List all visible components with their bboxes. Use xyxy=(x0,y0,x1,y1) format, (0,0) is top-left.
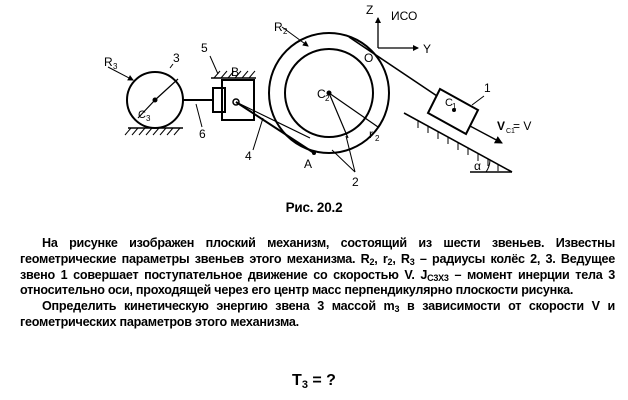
link6-label: 6 xyxy=(199,127,206,141)
c1-sub-label: 1 xyxy=(452,102,457,111)
r2-small-sub-label: 2 xyxy=(375,134,380,143)
problem-paragraph-2: Определить кинетическую энергию звена 3 … xyxy=(20,299,616,329)
r3-label: R xyxy=(104,55,113,69)
wheel-2: R 2 C 2 r 2 A 2 xyxy=(268,20,390,189)
link2-label: 2 xyxy=(352,175,359,189)
link3-label: 3 xyxy=(173,51,180,65)
problem-paragraph-1: На рисунке изображен плоский механизм, с… xyxy=(20,236,616,298)
answer-formula: T3 = ? xyxy=(292,372,336,391)
mechanism-figure: Z ИСО Y O R 3 C 3 3 6 xyxy=(104,3,531,189)
thread xyxy=(348,36,441,99)
c3-label: C xyxy=(138,109,146,121)
velocity-sub-label: C1 xyxy=(506,128,515,135)
r2-label: R xyxy=(274,20,283,34)
c2-sub-label: 2 xyxy=(325,94,330,103)
inclined-plane: α xyxy=(403,112,513,173)
link-4: 4 xyxy=(235,101,315,163)
r3-sub-label: 3 xyxy=(113,62,118,71)
r2-small-label: r xyxy=(369,127,373,141)
c1-label: C xyxy=(445,97,453,109)
alpha-label: α xyxy=(474,159,481,173)
point-b-label: B xyxy=(231,65,239,79)
reference-frame: Z ИСО Y O xyxy=(364,3,431,65)
slider-5: 5 B xyxy=(201,41,256,121)
link1-label: 1 xyxy=(484,81,491,95)
figure-caption: Рис. 20.2 xyxy=(285,200,343,215)
c3-sub-label: 3 xyxy=(146,114,151,123)
velocity-eq-label: = V xyxy=(513,119,531,133)
problem-text: На рисунке изображен плоский механизм, с… xyxy=(20,236,615,331)
velocity-v-label: V xyxy=(497,119,505,133)
origin-label: O xyxy=(364,51,373,65)
axis-y-label: Y xyxy=(423,42,431,56)
r2-sub-label: 2 xyxy=(283,27,288,36)
block-1: C 1 1 V C1 = V xyxy=(426,81,531,144)
point-a-label: A xyxy=(304,157,312,171)
link4-label: 4 xyxy=(245,149,252,163)
c2-label: C xyxy=(317,87,326,101)
axis-z-label: Z xyxy=(366,3,373,17)
link5-label: 5 xyxy=(201,41,208,55)
frame-label: ИСО xyxy=(391,9,417,23)
wheel-3: R 3 C 3 3 xyxy=(104,51,184,136)
